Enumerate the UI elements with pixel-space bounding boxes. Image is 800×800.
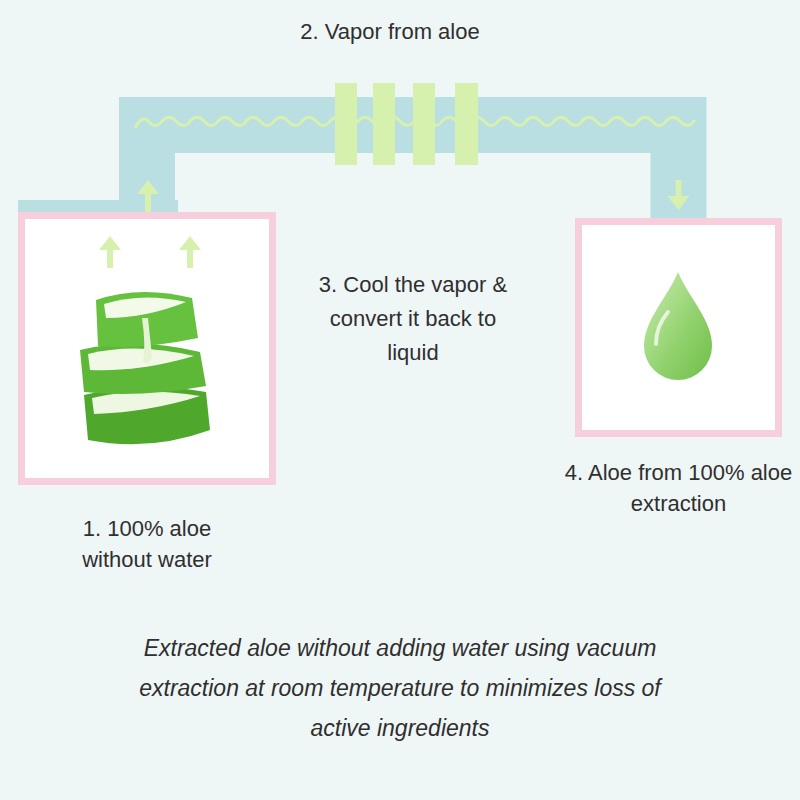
arrow-head bbox=[668, 180, 690, 210]
arrow-head-shaft bbox=[676, 180, 682, 198]
step-label: 1. 100% aloe without water bbox=[47, 513, 247, 575]
edge-label: 2. Vapor from aloe bbox=[240, 16, 540, 47]
vapor-pipe bbox=[147, 125, 679, 218]
caption: Extracted aloe without adding water usin… bbox=[120, 628, 680, 748]
aloe-droplet bbox=[644, 272, 712, 380]
aloe-illustration bbox=[80, 292, 210, 444]
vapor-arrows bbox=[99, 180, 201, 268]
arrow-head-head bbox=[668, 196, 690, 210]
condenser-blocks bbox=[335, 83, 478, 165]
step-label: 3. Cool the vapor & convert it back to l… bbox=[303, 268, 523, 370]
step-label: 4. Aloe from 100% aloe extraction bbox=[554, 457, 800, 519]
pipe-ledge bbox=[18, 200, 178, 212]
droplet-shine bbox=[656, 312, 668, 344]
